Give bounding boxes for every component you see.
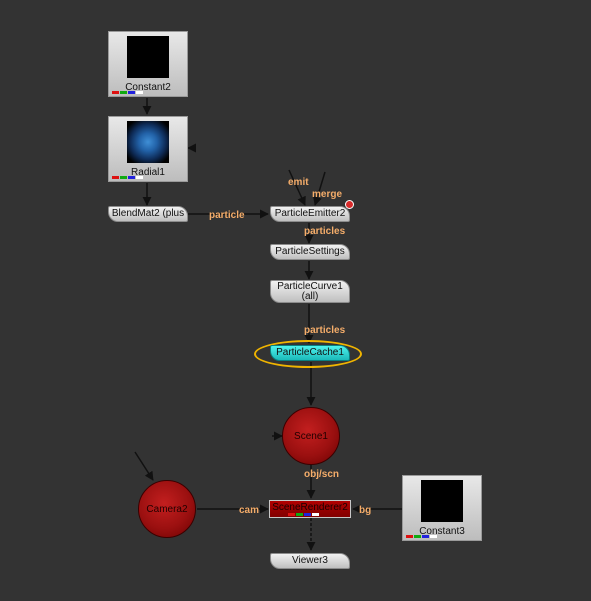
node-particle-curve1-label: ParticleCurve1 [277, 281, 343, 292]
constant2-thumbnail [127, 36, 169, 78]
node-viewer3[interactable]: Viewer3 [270, 553, 350, 569]
radial1-thumbnail [127, 121, 169, 163]
node-particle-settings[interactable]: ParticleSettings [270, 244, 350, 260]
node-particle-emitter2-label: ParticleEmitter2 [274, 208, 346, 219]
node-blendmat2-label: BlendMat2 (plus [111, 208, 185, 219]
node-constant3[interactable]: Constant3 [402, 475, 482, 541]
selection-highlight [254, 340, 362, 368]
channel-indicator [112, 176, 143, 179]
port-label-cam: cam [239, 505, 260, 516]
wire-merge-input[interactable] [313, 171, 326, 206]
node-blendmat2[interactable]: BlendMat2 (plus [108, 206, 188, 222]
channel-indicator [112, 91, 143, 94]
channel-indicator [288, 513, 319, 516]
node-camera2[interactable]: Camera2 [138, 480, 196, 538]
node-scene1[interactable]: Scene1 [282, 407, 340, 465]
node-scene-renderer2-label: SceneRenderer2 [272, 502, 348, 513]
node-constant3-label: Constant3 [419, 526, 465, 537]
node-scene-renderer2[interactable]: SceneRenderer2 [269, 500, 351, 518]
port-label-particles-cache: particles [304, 325, 346, 336]
node-particle-cache1[interactable]: ParticleCache1 [270, 345, 350, 361]
node-constant2[interactable]: Constant2 [108, 31, 188, 97]
node-viewer3-label: Viewer3 [292, 555, 328, 566]
node-particle-curve1-sublabel: (all) [301, 291, 319, 302]
node-particle-curve1[interactable]: ParticleCurve1 (all) [270, 280, 350, 303]
port-label-merge: merge [312, 189, 343, 200]
port-label-particles: particles [304, 226, 346, 237]
node-particle-cache1-label: ParticleCache1 [276, 347, 344, 358]
node-camera2-label: Camera2 [146, 504, 188, 515]
node-particle-settings-label: ParticleSettings [275, 246, 345, 257]
port-label-bg: bg [359, 505, 372, 516]
node-scene1-label: Scene1 [294, 431, 328, 442]
constant3-thumbnail [421, 480, 463, 522]
node-radial1-label: Radial1 [131, 167, 165, 178]
port-label-particle: particle [209, 210, 245, 221]
channel-indicator [406, 535, 437, 538]
warning-badge-icon [345, 200, 354, 209]
node-particle-emitter2[interactable]: ParticleEmitter2 [270, 206, 350, 222]
port-label-emit: emit [288, 177, 309, 188]
wire-camera-input[interactable] [134, 451, 154, 481]
wire-emit-input[interactable] [288, 169, 306, 206]
node-constant2-label: Constant2 [125, 82, 171, 93]
port-label-obj-scn: obj/scn [304, 469, 340, 480]
node-radial1[interactable]: Radial1 [108, 116, 188, 182]
